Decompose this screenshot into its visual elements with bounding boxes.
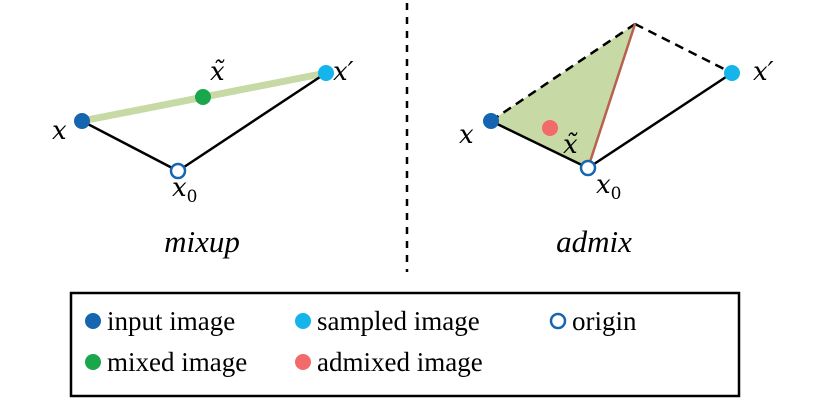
legend: input image sampled image origin mixed i… (69, 291, 741, 398)
admix-origin-point (579, 159, 597, 177)
mixup-input-point (74, 113, 90, 129)
admix-region-edge (586, 23, 637, 169)
legend-box (69, 291, 741, 398)
admix-input-label: x (459, 120, 474, 150)
admix-input-point (483, 113, 499, 129)
mixup-mixed-label: x̃ (210, 57, 225, 87)
mixup-sampled-point (318, 65, 334, 81)
admix-panel: x x′ x̃ x0 admix (459, 22, 774, 259)
legend-sampled-dot (295, 313, 311, 329)
legend-admixed-dot (295, 354, 311, 370)
admix-admixed-label: x̃ (563, 130, 578, 160)
admix-caption: admix (556, 224, 632, 259)
admix-sampled-point (724, 65, 740, 81)
legend-mixed-dot (85, 354, 101, 370)
mixup-caption: mixup (164, 224, 240, 259)
admix-edge-origin-sampled (587, 71, 733, 170)
mixup-mixed-point (195, 89, 211, 105)
admix-edge-input-origin (490, 119, 589, 170)
mixup-sampled-label: x′ (333, 57, 354, 87)
admix-origin-label: x0 (596, 170, 622, 204)
legend-sampled-label: sampled image (317, 306, 480, 336)
admix-admixed-point (542, 120, 558, 136)
legend-input-label: input image (107, 306, 235, 336)
mixup-edge-input-origin (81, 119, 179, 173)
legend-input-dot (85, 313, 101, 329)
mixup-input-label: x (52, 116, 67, 146)
legend-mixed-label: mixed image (107, 347, 247, 377)
mixup-panel: x x′ x̃ x0 mixup (52, 57, 354, 259)
mixup-edge-origin-sampled (177, 71, 327, 173)
admix-dashed-edge-right (634, 22, 733, 75)
legend-origin-dot (549, 312, 567, 330)
mixup-origin-label: x0 (172, 173, 198, 207)
legend-admixed-label: admixed image (317, 347, 483, 377)
legend-origin-label: origin (572, 306, 637, 336)
mixup-origin-point (169, 162, 187, 180)
admix-sampled-label: x′ (753, 57, 774, 87)
